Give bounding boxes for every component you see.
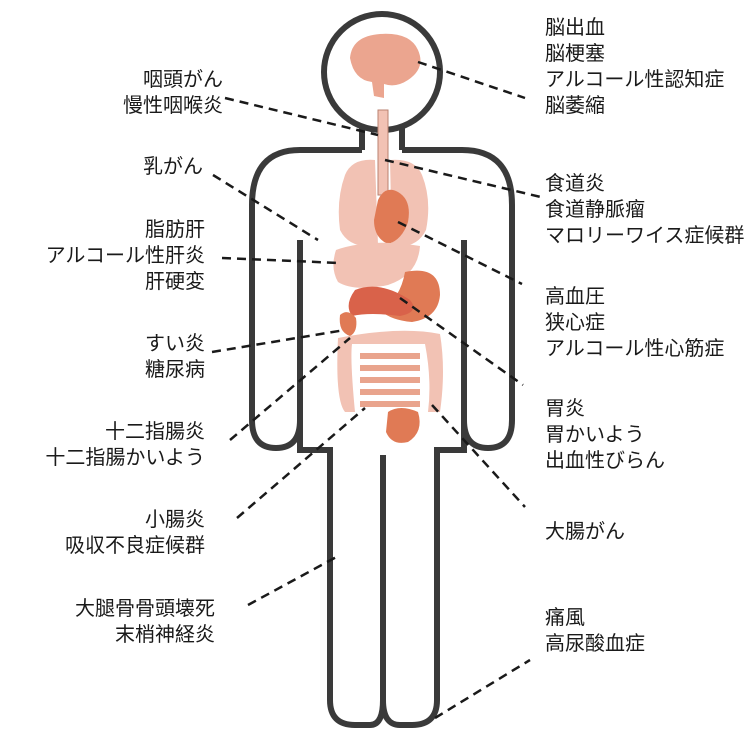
small-intestine-organ (360, 356, 420, 404)
rectum-organ (386, 408, 420, 443)
leader-gout (435, 660, 530, 718)
label-stomach-2: 胃かいよう (545, 421, 665, 447)
label-small-intestine-1: 小腸炎 (65, 506, 205, 532)
label-large-intestine-1: 大腸がん (545, 518, 625, 544)
label-gout: 痛風 高尿酸血症 (545, 604, 645, 656)
label-liver: 脂肪肝 アルコール性肝炎 肝硬変 (46, 216, 205, 294)
label-pharynx-1: 咽頭がん (123, 66, 223, 92)
label-heart: 高血圧 狭心症 アルコール性心筋症 (545, 283, 724, 361)
label-pharynx: 咽頭がん 慢性咽喉炎 (123, 66, 223, 118)
label-brain-3: アルコール性認知症 (545, 66, 724, 92)
esophagus-organ (378, 110, 388, 195)
leader-liver (222, 258, 340, 263)
label-pancreas: すい炎 糖尿病 (145, 330, 205, 382)
duodenum-organ (340, 312, 357, 336)
label-liver-3: 肝硬変 (46, 268, 205, 294)
label-heart-2: 狭心症 (545, 309, 724, 335)
label-femur: 大腿骨骨頭壊死 末梢神経炎 (75, 595, 215, 647)
label-heart-1: 高血圧 (545, 283, 724, 309)
label-duodenum: 十二指腸炎 十二指腸かいよう (45, 418, 205, 470)
label-breast: 乳がん (143, 153, 203, 179)
leader-femur (248, 555, 340, 605)
label-duodenum-2: 十二指腸かいよう (45, 444, 205, 470)
label-pancreas-1: すい炎 (145, 330, 205, 356)
label-liver-1: 脂肪肝 (46, 216, 205, 242)
label-pancreas-2: 糖尿病 (145, 356, 205, 382)
label-pharynx-2: 慢性咽喉炎 (123, 92, 223, 118)
leader-breast (213, 175, 318, 240)
label-heart-3: アルコール性心筋症 (545, 335, 724, 361)
label-gout-1: 痛風 (545, 604, 645, 630)
leader-pancreas (212, 330, 345, 352)
large-intestine-organ (337, 331, 443, 412)
label-gout-2: 高尿酸血症 (545, 630, 645, 656)
label-esophagus-1: 食道炎 (545, 170, 744, 196)
label-brain-1: 脳出血 (545, 14, 724, 40)
label-femur-2: 末梢神経炎 (75, 621, 215, 647)
label-small-intestine: 小腸炎 吸収不良症候群 (65, 506, 205, 558)
label-liver-2: アルコール性肝炎 (46, 242, 205, 268)
leader-duodenum (230, 338, 350, 440)
label-large-intestine: 大腸がん (545, 518, 625, 544)
label-stomach: 胃炎 胃かいよう 出血性びらん (545, 395, 665, 473)
label-esophagus: 食道炎 食道静脈瘤 マロリーワイス症候群 (545, 170, 744, 248)
label-esophagus-2: 食道静脈瘤 (545, 196, 744, 222)
label-duodenum-1: 十二指腸炎 (45, 418, 205, 444)
label-brain-4: 脳萎縮 (545, 92, 724, 118)
label-stomach-1: 胃炎 (545, 395, 665, 421)
label-small-intestine-2: 吸収不良症候群 (65, 532, 205, 558)
label-stomach-3: 出血性びらん (545, 447, 665, 473)
label-brain: 脳出血 脳梗塞 アルコール性認知症 脳萎縮 (545, 14, 724, 118)
label-esophagus-3: マロリーワイス症候群 (545, 222, 744, 248)
label-brain-2: 脳梗塞 (545, 40, 724, 66)
label-femur-1: 大腿骨骨頭壊死 (75, 595, 215, 621)
label-breast-1: 乳がん (143, 153, 203, 179)
